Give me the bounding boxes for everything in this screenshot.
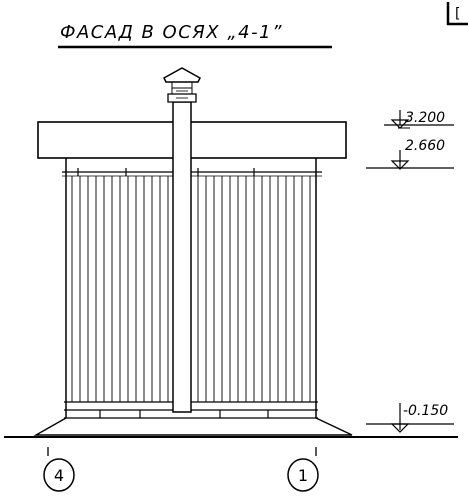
vent-pipe (163, 67, 201, 413)
axis-label-4: 4 (54, 466, 64, 485)
level-label-3200: 3.200 (405, 110, 445, 126)
level-label-2660: 2.660 (405, 138, 445, 154)
level-mark-minus-0150: -0.150 (366, 403, 454, 433)
vertical-siding-boards (71, 168, 311, 402)
level-mark-2660: 2.660 (366, 138, 454, 170)
blind-area (33, 417, 353, 436)
level-mark-3200: 3.200 (384, 110, 454, 129)
roof-slab (37, 121, 347, 159)
walls (62, 158, 322, 418)
drawing-title: ФАСАД В ОСЯХ „4-1” (60, 22, 283, 43)
level-label-minus-0150: -0.150 (403, 403, 448, 419)
axis-label-1: 1 (298, 466, 308, 485)
corner-stamp-mark: [ (455, 6, 460, 22)
level-triangle-icon (390, 160, 410, 170)
corner-stamp-frame (446, 2, 468, 26)
level-triangle-icon (390, 119, 410, 129)
axis-marker-1: 1 (287, 447, 319, 492)
axis-marker-4: 4 (43, 447, 75, 492)
level-triangle-icon (390, 423, 410, 433)
vent-cap-icon (163, 67, 201, 83)
